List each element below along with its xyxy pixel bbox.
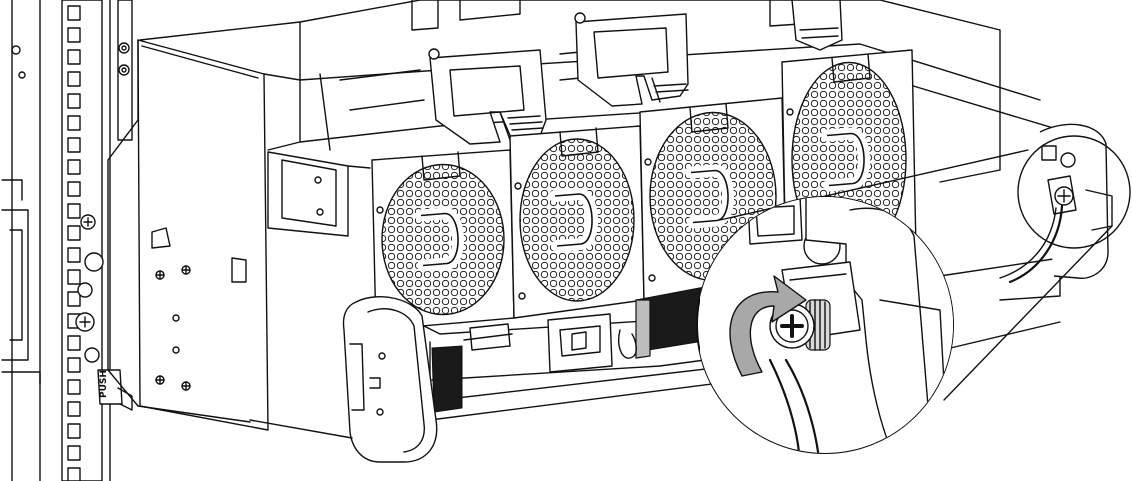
detail-source-circle [1017,135,1131,249]
rail-hole [67,379,81,395]
fan-grille [381,163,505,316]
rack-rail: PUSH [1,0,133,481]
chassis-side-bracket [107,0,349,431]
rail-hole [67,269,81,285]
fan-handle [428,48,547,145]
fan-pull-loop [690,169,729,224]
rail-hole [67,247,81,263]
rail-hole [67,445,81,461]
fan-grille [519,138,635,302]
fan-module [509,125,645,319]
rail-hole [67,93,81,109]
captive-thumbscrew [769,299,831,351]
rail-hole [67,357,81,373]
push-label: PUSH [99,370,109,398]
rail-hole [67,225,81,241]
rail-hole [67,203,81,219]
rail-hole [67,49,81,65]
rail-hole [67,159,81,175]
fan-handle [574,12,689,107]
rack-rail-holes [67,5,81,481]
fan-handle [791,0,843,51]
rail-hole [67,335,81,351]
bracket-screws [155,265,191,391]
handle-grip-ribs [507,115,544,131]
fan-pull-loop [420,212,459,267]
fan-pull-loop [554,193,593,247]
rail-hole [67,467,81,481]
rail-hole [67,423,81,439]
detail-magnifier-callout [696,196,954,454]
rotation-arrow-icon [729,275,807,377]
rail-hole [67,181,81,197]
front-bezel-handle [999,123,1131,284]
rail-hole [67,137,81,153]
rail-screws [75,214,104,363]
push-release-tab: PUSH [97,369,133,411]
rail-hole [67,291,81,307]
rail-hole [67,115,81,131]
rail-hole [67,401,81,417]
fan-pull-loop [826,132,865,187]
rail-hole [67,27,81,43]
rail-hole [67,5,81,21]
front-bezel-handle [137,296,438,463]
rail-hole [67,71,81,87]
